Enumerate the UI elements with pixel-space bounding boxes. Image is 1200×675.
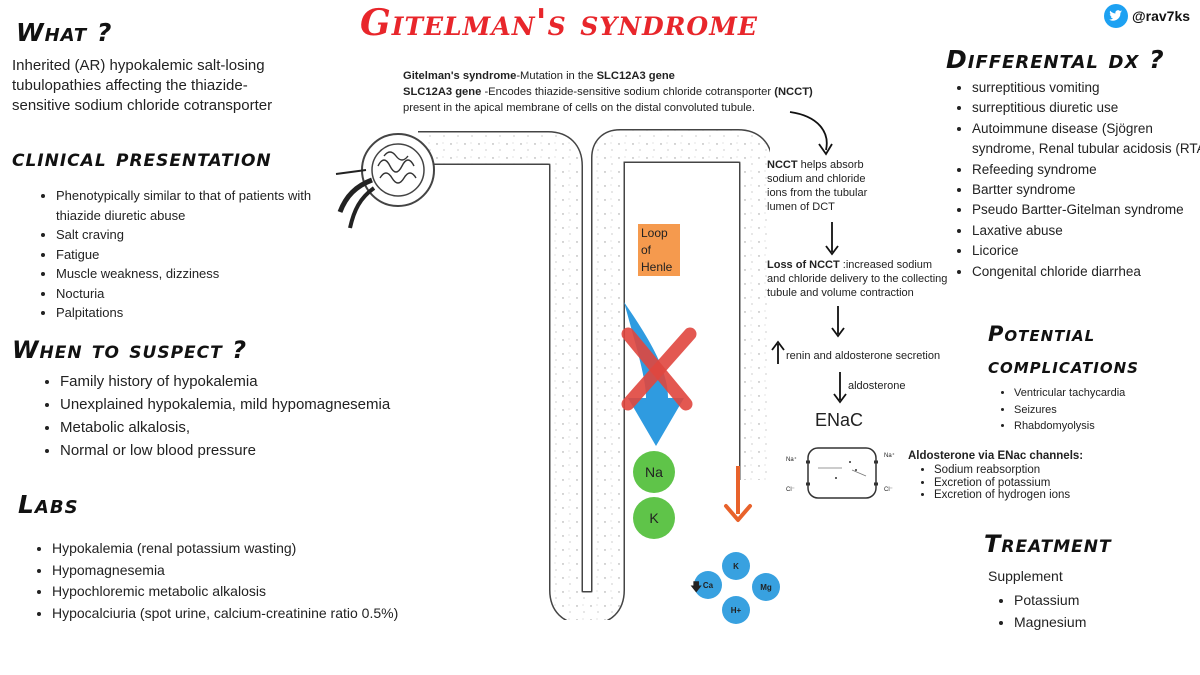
list-item: Phenotypically similar to that of patien… [56, 186, 326, 225]
list-item: Family history of hypokalemia [60, 370, 460, 393]
complications-heading: Potential complications [988, 322, 1139, 378]
list-item: Salt craving [56, 225, 326, 245]
list-item: Rhabdomyolysis [1014, 418, 1194, 435]
down-arrow-4 [833, 372, 847, 404]
twitter-handle[interactable]: @rav7ks [1104, 4, 1190, 28]
list-item: Normal or low blood pressure [60, 439, 460, 462]
aldosterone-text: aldosterone [848, 380, 906, 392]
list-item: Metabolic alkalosis, [60, 416, 460, 439]
list-item: surreptitious diuretic use [972, 98, 1200, 118]
ion-k-blue: K [722, 552, 750, 580]
down-arrow-3 [831, 306, 845, 338]
treatment-intro: Supplement [988, 568, 1063, 584]
list-item: Potassium [1014, 590, 1174, 612]
enac-cl-left: Cl⁻ [786, 487, 795, 493]
loss-ncct-text: Loss of NCCT :increased sodium and chlor… [767, 259, 948, 299]
loop-of-henle-label: Loop of Henle [638, 224, 680, 276]
list-item: Palpitations [56, 303, 326, 323]
list-item: Hypochloremic metabolic alkalosis [52, 581, 472, 603]
list-item: Excretion of hydrogen ions [934, 489, 1134, 502]
differential-heading: Differental dx ? [946, 45, 1165, 74]
down-arrow-icon: 🡇 [690, 580, 703, 594]
ncct-helps-text: NCCT helps absorb sodium and chloride io… [767, 159, 868, 213]
list-item: Seizures [1014, 402, 1194, 419]
suspect-heading: When to suspect ? [12, 336, 248, 364]
list-item: Refeeding syndrome [972, 160, 1200, 180]
renin-text: renin and aldosterone secretion [786, 350, 941, 362]
page-title: Gitelman's syndrome [360, 2, 758, 44]
list-item: Sodium reabsorption [934, 464, 1134, 477]
list-item: Bartter syndrome [972, 180, 1200, 200]
list-item: Excretion of potassium [934, 477, 1134, 490]
enac-na-left: Na⁺ [786, 457, 797, 463]
list-item: Hypokalemia (renal potassium wasting) [52, 538, 472, 560]
list-item: Pseudo Bartter-Gitelman syndrome [972, 200, 1200, 220]
twitter-handle-text: @rav7ks [1132, 8, 1191, 24]
list-item: Congenital chloride diarrhea [972, 262, 1200, 282]
labs-heading: Labs [18, 490, 79, 519]
ion-na: Na [633, 451, 675, 493]
ion-ca: Ca [694, 571, 722, 599]
list-item: Ventricular tachycardia [1014, 385, 1194, 402]
twitter-icon [1104, 4, 1128, 28]
treatment-list: Potassium Magnesium [996, 590, 1174, 633]
clinical-list: Phenotypically similar to that of patien… [38, 186, 326, 323]
what-heading: What ? [16, 18, 113, 47]
aldo-enac-heading: Aldosterone via ENac channels: [908, 450, 1084, 462]
list-item: Muscle weakness, dizziness [56, 264, 326, 284]
flow-arrows [771, 111, 847, 404]
list-item: Nocturia [56, 284, 326, 304]
treatment-heading: Treatment [984, 530, 1112, 558]
ion-mg: Mg [752, 573, 780, 601]
ion-h: H+ [722, 596, 750, 624]
clinical-heading: clinical presentation [12, 144, 272, 172]
glomerulus [335, 133, 435, 229]
list-item: Unexplained hypokalemia, mild hypomagnes… [60, 393, 460, 416]
list-item: Hypocalciuria (spot urine, calcium-creat… [52, 603, 472, 625]
list-item: Hypomagnesemia [52, 560, 472, 582]
ion-k: K [633, 497, 675, 539]
orange-down-arrow [724, 466, 752, 522]
labs-list: Hypokalemia (renal potassium wasting) Hy… [34, 538, 472, 624]
list-item: Licorice [972, 241, 1200, 261]
suspect-list: Family history of hypokalemia Unexplaine… [42, 370, 460, 462]
differential-list: surreptitious vomiting surreptitious diu… [954, 78, 1200, 282]
curved-arrow-1 [789, 111, 833, 156]
complications-list: Ventricular tachycardia Seizures Rhabdom… [996, 385, 1194, 435]
gene-description: Gitelman's syndrome-Mutation in the SLC1… [403, 70, 813, 114]
list-item: Fatigue [56, 245, 326, 265]
what-text: Inherited (AR) hypokalemic salt-losing t… [12, 57, 273, 114]
enac-label: ENaC [815, 410, 864, 430]
tubule [418, 129, 770, 620]
down-arrow-2 [825, 222, 839, 256]
nephron-diagram [335, 129, 770, 620]
enac-na-right: Na⁺ [884, 453, 895, 459]
list-item: surreptitious vomiting [972, 78, 1200, 98]
aldo-enac-list: Sodium reabsorption Excretion of potassi… [916, 464, 1134, 502]
enac-cell-diagram [806, 447, 878, 499]
up-arrow-renin [771, 340, 785, 364]
list-item: Magnesium [1014, 612, 1174, 634]
list-item: Autoimmune disease (Sjögren syndrome, Re… [972, 119, 1200, 160]
block-x-icon [621, 327, 697, 411]
enac-cl-right: Cl⁻ [884, 487, 893, 493]
list-item: Laxative abuse [972, 221, 1200, 241]
